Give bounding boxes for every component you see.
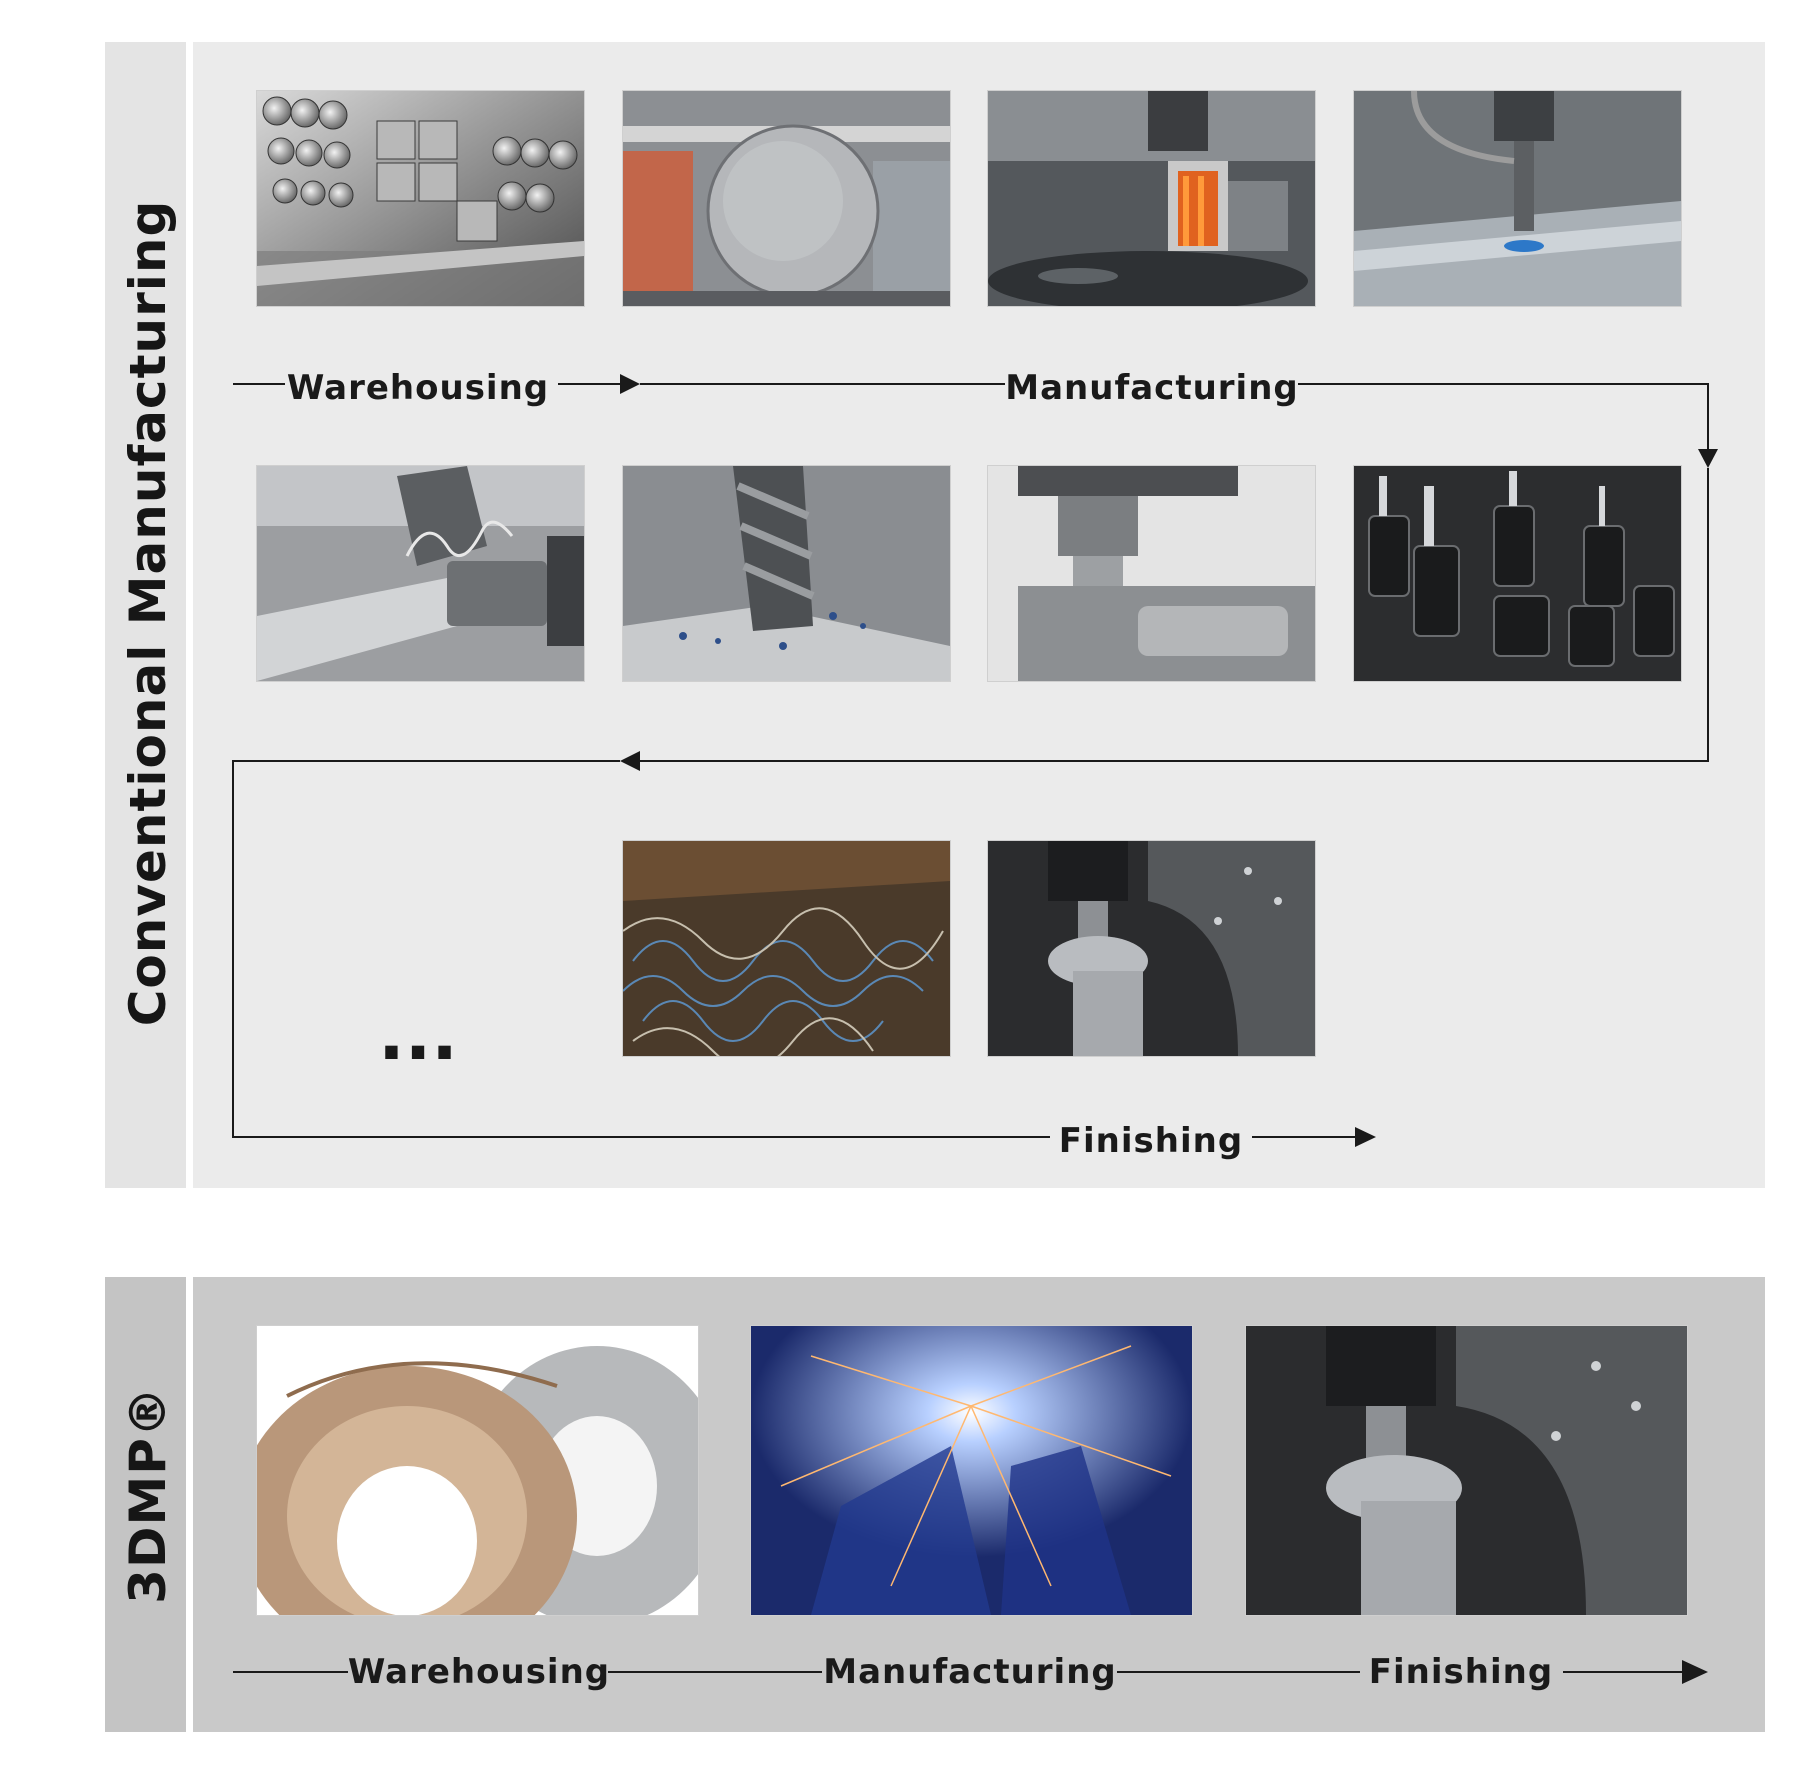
dmp-warehousing-label: Warehousing [347, 1652, 611, 1692]
metal-stock-photo [256, 90, 585, 307]
milling-cutter-photo [987, 465, 1316, 682]
spark-erosion-photo [987, 90, 1316, 307]
metal-chips-scrap-photo [622, 840, 951, 1057]
dmp-manufacturing-label: Manufacturing [823, 1652, 1117, 1692]
conv-manufacturing-label: Manufacturing [1005, 368, 1299, 408]
arrow-head-down [1698, 449, 1718, 468]
dmp-side-bar [105, 1277, 193, 1732]
five-axis-impeller-photo [987, 840, 1316, 1057]
dmp-finishing-label: Finishing [1368, 1652, 1554, 1692]
arrow-head-right-2 [1355, 1127, 1376, 1147]
dmp-arrow-head [1682, 1660, 1708, 1684]
tool-holders-photo [1353, 465, 1682, 682]
conv-finishing-label: Finishing [1058, 1121, 1244, 1161]
arc-welding-photo [750, 1325, 1193, 1616]
conventional-side-bar [105, 42, 193, 1188]
wire-spools-photo [256, 1325, 699, 1616]
five-axis-finishing-photo [1245, 1325, 1688, 1616]
ellipsis-more-steps: ... [378, 994, 458, 1076]
band-saw-cutting-photo [622, 90, 951, 307]
arrow-head-left [620, 751, 640, 771]
drill-bit-photo [622, 465, 951, 682]
conv-warehousing-label: Warehousing [286, 368, 550, 408]
arrow-head-right-1 [620, 374, 640, 394]
lathe-turning-photo [256, 465, 585, 682]
waterjet-cutting-photo [1353, 90, 1682, 307]
